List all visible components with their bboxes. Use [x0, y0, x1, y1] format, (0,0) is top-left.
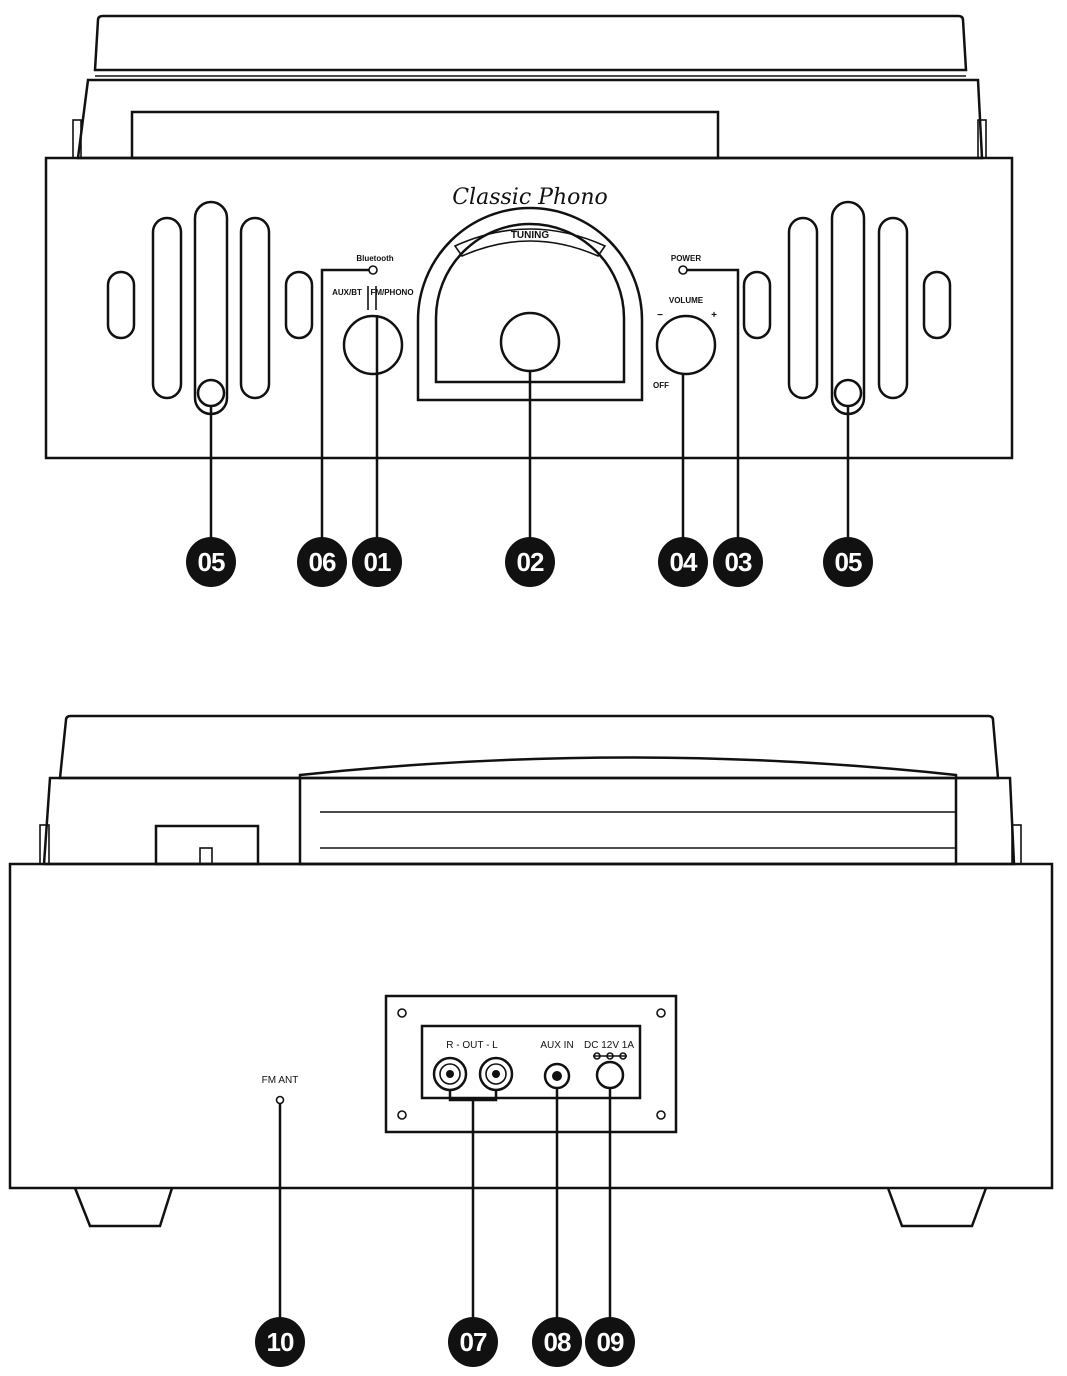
svg-text:08: 08: [544, 1327, 571, 1357]
aux-in-label: AUX IN: [540, 1040, 573, 1051]
function-knob[interactable]: [342, 314, 404, 376]
svg-text:06: 06: [309, 547, 336, 577]
callout-08: 08: [532, 1317, 582, 1367]
svg-text:09: 09: [597, 1327, 624, 1357]
svg-text:07: 07: [460, 1327, 487, 1357]
callout-05-right: 05: [823, 537, 873, 587]
fm-phono-label: FM/PHONO: [370, 288, 413, 297]
dc-in-label: DC 12V 1A: [584, 1040, 634, 1051]
callout-09: 09: [585, 1317, 635, 1367]
fm-antenna-socket[interactable]: [275, 1095, 285, 1105]
back-view: FM ANT R - OUT - L AUX IN DC 12V 1A: [8, 714, 1054, 1320]
callout-05-left: 05: [186, 537, 236, 587]
volume-knob[interactable]: [655, 314, 717, 376]
fm-ant-label: FM ANT: [262, 1075, 299, 1086]
bluetooth-label: Bluetooth: [356, 254, 393, 263]
front-callouts: 05 06 01 02 04 03 05: [186, 537, 873, 587]
callout-04: 04: [658, 537, 708, 587]
back-lid: [58, 714, 1000, 780]
svg-text:01: 01: [364, 547, 391, 577]
rca-left-jack[interactable]: [478, 1056, 514, 1092]
power-indicator: [678, 265, 688, 275]
callout-07: 07: [448, 1317, 498, 1367]
back-platter: [298, 756, 958, 866]
front-lid: [93, 14, 968, 72]
brand-logo: Classic Phono: [452, 185, 608, 210]
right-foot: [886, 1187, 988, 1228]
callout-10: 10: [255, 1317, 305, 1367]
svg-text:10: 10: [267, 1327, 294, 1357]
aux-bt-label: AUX/BT: [332, 288, 362, 297]
back-callouts: 10 07 08 09: [255, 1317, 635, 1367]
tuning-label: TUNING: [511, 230, 550, 241]
back-cabinet: [8, 862, 1054, 1190]
left-speaker-grille: [106, 200, 314, 416]
right-speaker-grille: [742, 200, 952, 416]
dc-power-jack[interactable]: [595, 1060, 625, 1090]
svg-text:04: 04: [670, 547, 698, 577]
left-foot: [73, 1187, 174, 1228]
dc-polarity-icon: [593, 1052, 627, 1060]
tonearm-base: [154, 824, 260, 866]
front-platter-edge: [130, 110, 720, 160]
tuning-dial: TUNING: [416, 206, 644, 402]
callout-02: 02: [505, 537, 555, 587]
connector-panel: R - OUT - L AUX IN DC 12V 1A: [384, 994, 678, 1134]
power-label: POWER: [671, 254, 701, 263]
rca-right-jack[interactable]: [432, 1056, 468, 1092]
volume-label: VOLUME: [669, 296, 704, 305]
front-lid-base: [76, 78, 984, 160]
svg-text:05: 05: [835, 547, 862, 577]
callout-03: 03: [713, 537, 763, 587]
rca-out-label: R - OUT - L: [446, 1040, 498, 1051]
off-label: OFF: [653, 381, 669, 390]
aux-in-jack[interactable]: [543, 1062, 571, 1090]
callout-01: 01: [352, 537, 402, 587]
back-leader-lines: [278, 1088, 612, 1320]
callout-06: 06: [297, 537, 347, 587]
volume-plus-label: +: [711, 310, 717, 321]
svg-text:02: 02: [517, 547, 544, 577]
volume-minus-label: −: [657, 310, 663, 321]
svg-text:05: 05: [198, 547, 225, 577]
bluetooth-indicator: [368, 265, 378, 275]
front-leader-lines: [209, 268, 850, 540]
svg-text:03: 03: [725, 547, 752, 577]
tuning-knob[interactable]: [499, 311, 561, 373]
front-view: Classic Phono TUNING Bluetooth AUX/BT FM…: [44, 14, 1014, 540]
